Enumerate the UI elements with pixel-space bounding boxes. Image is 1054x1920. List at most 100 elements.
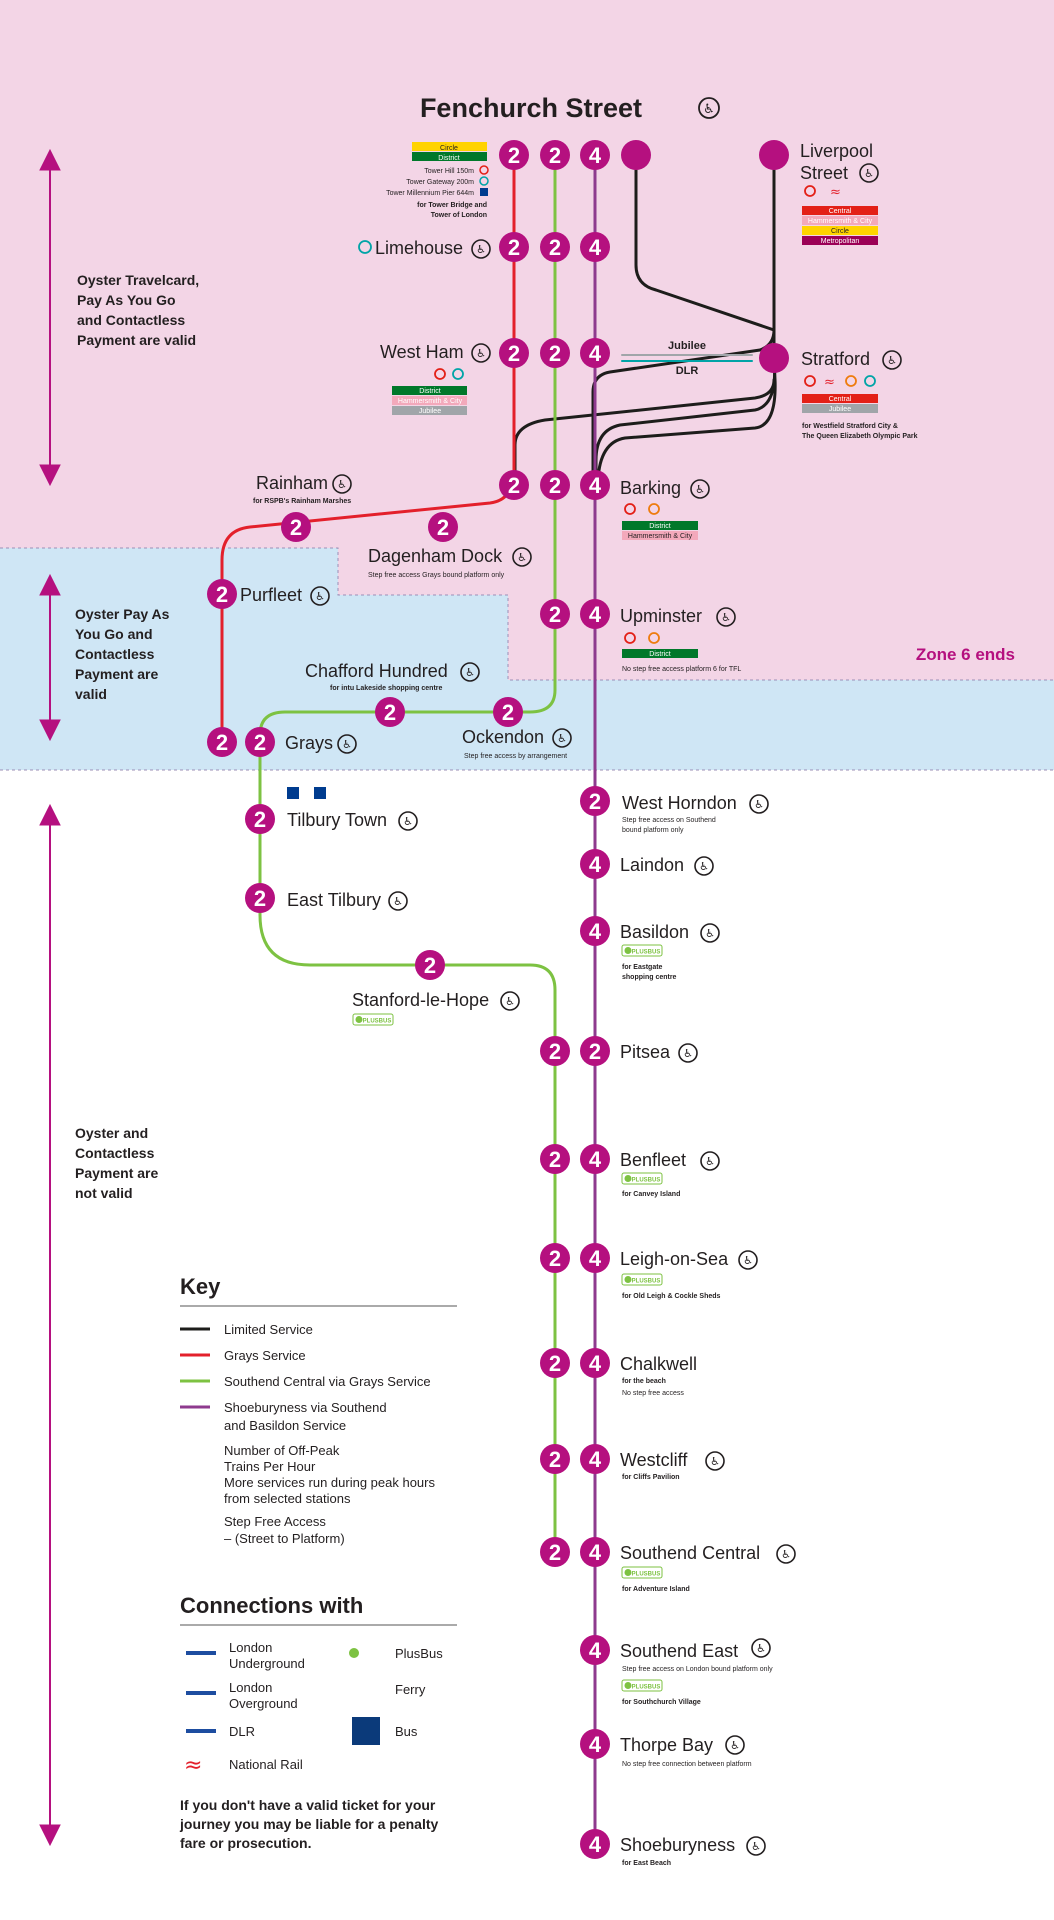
stratford-jubilee-badge xyxy=(802,404,878,413)
basildon-note-1: for Eastgate xyxy=(622,964,663,971)
station-benfleet-name: Benfleet xyxy=(620,1150,686,1170)
basildon-disc xyxy=(580,916,610,946)
east-tilbury-disc-label: 2 xyxy=(254,886,266,911)
ockendon-note: Step free access by arrangement xyxy=(464,753,567,760)
purfleet-step-free-icon: ♿ xyxy=(310,586,330,606)
conn-national-rail: National Rail xyxy=(229,1757,303,1772)
station-upminster-name: Upminster xyxy=(620,606,702,626)
limehouse-disc-2 xyxy=(540,232,570,262)
pitsea-disc-2 xyxy=(580,1036,610,1066)
station-thorpe-bay-name: Thorpe Bay xyxy=(620,1735,713,1755)
westham-disc-3-label: 4 xyxy=(589,341,602,366)
pitsea-disc-1 xyxy=(540,1036,570,1066)
westham-disc-3 xyxy=(580,338,610,368)
barking-district-badge xyxy=(622,521,698,530)
westham-step-free-icon: ♿ xyxy=(471,343,491,363)
fare-low-line-3: Payment are xyxy=(75,1165,158,1181)
stanford-plusbus-label: PLUSBUS xyxy=(363,1019,392,1025)
rainham-disc xyxy=(281,512,311,542)
barking-disc-1-label: 2 xyxy=(508,473,520,498)
dlr-link-label: DLR xyxy=(676,365,699,377)
west-horndon-note-1: Step free access on Southend xyxy=(622,817,716,824)
west-horndon-disc-label: 2 xyxy=(589,789,601,814)
southend-central-plusbus-label: PLUSBUS xyxy=(632,1572,661,1578)
east-tilbury-step-free-icon: ♿ xyxy=(388,891,408,911)
thorpe-bay-note: No step free connection between platform xyxy=(622,1761,752,1768)
stratford-underground-icon xyxy=(804,375,816,387)
station-shoeburyness-name: Shoeburyness xyxy=(620,1835,735,1855)
upminster-step-free-icon: ♿ xyxy=(716,607,736,627)
upminster-note: No step free access platform 6 for TFL xyxy=(622,666,741,673)
zone-boundary-line xyxy=(0,547,1054,681)
fenchurch-disc-3-label: 4 xyxy=(589,143,602,168)
southend-via-grays-line xyxy=(258,153,557,1552)
liverpool-disc xyxy=(759,140,789,170)
zone-pink-area xyxy=(0,0,1054,680)
fare-mid-line-5: valid xyxy=(75,686,107,702)
westham-line-jubilee: Jubilee xyxy=(419,408,441,415)
grays-disc-2 xyxy=(245,727,275,757)
grays-disc-1 xyxy=(207,727,237,757)
page-title: Fenchurch Street xyxy=(420,93,642,123)
basildon-plusbus-label: PLUSBUS xyxy=(632,950,661,956)
westcliff-disc-2-label: 4 xyxy=(589,1447,602,1472)
conn-overground-2: Overground xyxy=(229,1696,298,1711)
tilbury-town-disc xyxy=(245,804,275,834)
key-label-shoeburyness-1: Shoeburyness via Southend xyxy=(224,1400,387,1415)
dlr-icon xyxy=(186,1729,216,1733)
upminster-overground-icon xyxy=(648,632,660,644)
ockendon-step-free-icon: ♿ xyxy=(552,728,572,748)
laindon-disc xyxy=(580,849,610,879)
westcliff-disc-1 xyxy=(540,1444,570,1474)
upminster-disc-1 xyxy=(540,599,570,629)
key-step-label-2: – (Street to Platform) xyxy=(224,1531,345,1546)
limehouse-step-free-icon: ♿ xyxy=(471,239,491,259)
stratford-central-badge xyxy=(802,394,878,403)
tilbury-step-free-icon: ♿ xyxy=(398,811,418,831)
liverpool-underground-icon xyxy=(804,185,816,197)
station-basildon-name: Basildon xyxy=(620,922,689,942)
fare-low-line-4: not valid xyxy=(75,1185,133,1201)
thorpe-bay-disc-label: 4 xyxy=(589,1732,602,1757)
upminster-underground-icon xyxy=(624,632,636,644)
leigh-disc-1 xyxy=(540,1243,570,1273)
grays-step-free-icon: ♿ xyxy=(337,734,357,754)
key-panel: Key Limited Service Grays Service Southe… xyxy=(180,1274,457,1546)
svg-text:♿: ♿ xyxy=(465,667,475,679)
liverpool-hc-badge xyxy=(802,216,878,225)
svg-text:♿: ♿ xyxy=(705,1156,715,1168)
overground-icon xyxy=(186,1691,216,1695)
barking-disc-1 xyxy=(499,470,529,500)
upminster-disc-1-label: 2 xyxy=(549,602,561,627)
fare-zone-text-mid: Oyster Pay As You Go and Contactless Pay… xyxy=(75,606,170,702)
benfleet-disc-2 xyxy=(580,1144,610,1174)
station-leigh-name: Leigh-on-Sea xyxy=(620,1249,729,1269)
fare-arrow-mid xyxy=(39,573,61,742)
benfleet-disc-2-label: 4 xyxy=(589,1147,602,1172)
underground-icon xyxy=(479,165,489,175)
liverpool-central-badge xyxy=(802,206,878,215)
westham-disc-2 xyxy=(540,338,570,368)
svg-text:♿: ♿ xyxy=(393,896,403,908)
upminster-disc-2-label: 4 xyxy=(589,602,602,627)
svg-text:♿: ♿ xyxy=(695,484,705,496)
fenchurch-disc-2-label: 2 xyxy=(549,143,561,168)
chalkwell-disc-1-label: 2 xyxy=(549,1351,561,1376)
fare-top-line-3: and Contactless xyxy=(77,312,185,328)
conn-underground-1: London xyxy=(229,1640,272,1655)
barking-disc-3-label: 4 xyxy=(589,473,602,498)
shoeburyness-disc xyxy=(580,1829,610,1859)
svg-text:♿: ♿ xyxy=(703,101,715,116)
dagenham-note: Step free access Grays bound platform on… xyxy=(368,572,505,579)
pitsea-disc-1-label: 2 xyxy=(549,1039,561,1064)
stratford-disc xyxy=(759,343,789,373)
svg-text:♿: ♿ xyxy=(337,479,347,491)
station-laindon-name: Laindon xyxy=(620,855,684,875)
stratford-line-jubilee: Jubilee xyxy=(829,406,851,413)
svg-text:♿: ♿ xyxy=(476,244,486,256)
station-liverpool-name-1: Liverpool xyxy=(800,141,873,161)
station-tilbury-town-name: Tilbury Town xyxy=(287,810,387,830)
circle-line-label: Circle xyxy=(440,145,458,152)
chafford-note: for intu Lakeside shopping centre xyxy=(330,685,443,692)
